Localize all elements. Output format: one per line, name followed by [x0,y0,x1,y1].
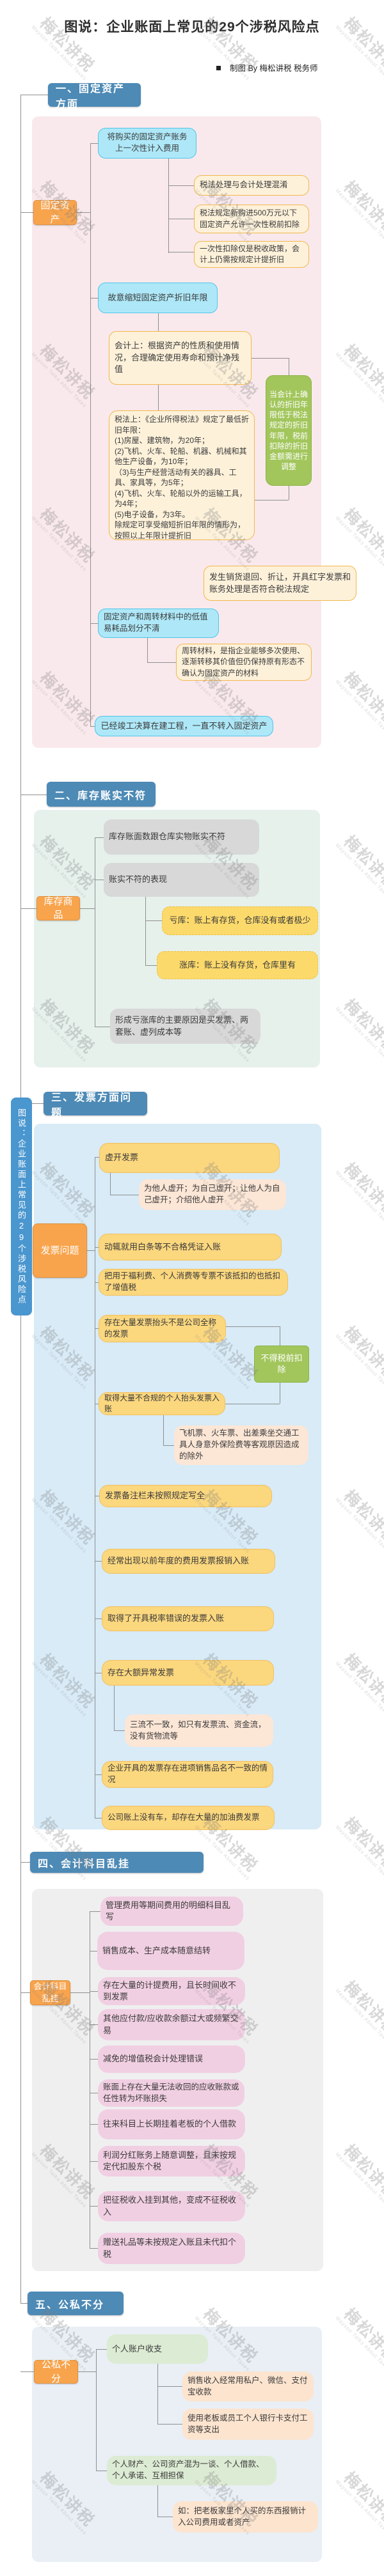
section-header-inventory: 二、库存账实不符 [47,782,156,807]
section-header-public-private: 五、公私不分 [28,2292,124,2315]
explain-node: 三流不一致，如只有发票流、资金流，没有货物流等 [125,1714,273,1747]
bullet-icon [216,66,221,70]
section-header-fixed-assets: 一、固定资产方面 [48,83,141,110]
risk-node: 个人财产、公司资产混为一谈、个人借款、个人承诺、互相担保 [107,2456,276,2485]
risk-node: 形成亏涨库的主要原因是买发票、两套账、虚列成本等 [110,1009,260,1044]
byline: 制图 By 梅松讲税 税务师 [216,61,318,74]
risk-node: 赠送礼品等未按规定入账且未代扣个税 [98,2233,245,2264]
explain-node: 一次性扣除仅是税收政策，会计上仍需按规定计提折旧 [194,241,309,268]
risk-node: 利润分红账务上随意调整，且未按规定代扣股东个税 [98,2146,245,2176]
risk-node: 管理费用等期间费用的明细科目乱写 [100,1897,243,1926]
topic-inventory: 库存商品 [36,896,80,920]
risk-node: 将购买的固定资产账务上一次性计入费用 [98,128,196,159]
explain-node: 使用老板或员工个人银行卡支付工资等支出 [182,2409,314,2440]
conclusion-node: 当会计上确认的折旧年限低于税法规定的折旧年限，税前扣除的折旧金额需进行调整 [266,375,312,486]
risk-node: 存在大量发票抬头不是公司全称的发票 [99,1315,226,1342]
risk-node: 虚开发票 [99,1143,280,1173]
explain-node: 税法上：《企业所得税法》规定了最低折旧年限： (1)房屋、建筑物，为20年； (… [109,410,255,540]
section-header-invoice: 三、发票方面问题 [44,1092,147,1119]
risk-node: 经常出现以前年度的费用发票报销入账 [102,1549,275,1574]
topic-fixed-assets: 固定资产 [33,200,77,225]
root-node: 图说：企业账面上常见的29个涉税风险点 [11,1098,32,1315]
byline-text: 制图 By 梅松讲税 税务师 [230,64,318,73]
risk-node: 企业开具的发票存在进项销售品名不一致的情况 [102,1761,273,1788]
risk-node: 存在大量的计提费用，且长时间收不到发票 [98,1977,245,2005]
section-header-accounts: 四、会计科目乱挂 [30,1852,204,1873]
risk-node: 把用于福利费、个人消费等专票不该抵扣的也抵扣了增值税 [99,1269,288,1296]
explain-node: 发生销货退回、折让，开具红字发票和账务处理是否符合税法规定 [204,566,356,601]
explain-node: 税法处理与会计处理混淆 [194,175,309,196]
explain-node: 为他人虚开；为自己虚开；让他人为自己虚开；介绍他人虚开 [139,1179,286,1210]
risk-node: 存在大额异常发票 [102,1660,274,1686]
conclusion-node: 不得税前扣除 [254,1346,309,1383]
risk-node: 其他应付款/应收款余额过大或频繁交易 [98,2009,245,2040]
risk-node: 故意缩短固定资产折旧年限 [98,283,218,313]
explain-node: 销售收入经常用私户、微信、支付宝收款 [182,2371,314,2401]
risk-node: 发票备注栏未按照规定写全 [99,1485,272,1507]
risk-node: 固定资产和周转材料中的低值易耗品划分不清 [98,609,219,638]
explain-node: 周转材料，是指企业能够多次使用、逐渐转移其价值但仍保持原有形态不确认为固定资产的… [176,644,312,681]
risk-node: 往来科目上长期挂着老板的个人借款 [98,2109,245,2139]
explain-node: 涨库：账上没有存货，仓库里有 [157,951,318,979]
explain-node: 会计上：根据资产的性质和使用情况，合理确定使用寿命和预计净残值 [109,331,252,385]
risk-node: 动辄就用白条等不合格凭证入账 [99,1234,282,1261]
topic-invoice: 发票问题 [33,1223,87,1278]
explain-node: 税法规定新购进500万元以下固定资产允许一次性税前扣除 [194,205,309,233]
risk-node: 账实不符的表现 [104,863,259,897]
risk-node: 减免的增值税会计处理错误 [98,2045,245,2073]
risk-node: 库存账面数跟仓库实物账实不符 [104,819,259,855]
risk-node: 销售成本、生产成本随意结转 [97,1932,244,1970]
risk-node: 公司账上没有车，却存在大量的加油费发票 [102,1806,275,1830]
risk-node: 个人账户收支 [107,2334,208,2364]
topic-public-private: 公私不分 [34,2359,78,2384]
page-title: 图说：企业账面上常见的29个涉税风险点 [64,20,320,35]
risk-node: 已经竣工决算在建工程，一直不转入固定资产 [95,716,273,736]
risk-node: 账面上存在大量无法收回的应收账款或任性转为坏账损失 [98,2079,244,2107]
risk-node: 取得大量不合规的个人抬头发票入账 [99,1392,225,1415]
risk-node: 把征税收入挂到其他，变成不征税收入 [98,2191,245,2221]
explain-node: 亏库：账上有存货，仓库没有或者极少 [162,906,318,935]
topic-accounts: 会计科目乱挂 [30,1980,70,2005]
explain-node: 飞机票、火车票、出差乘坐交通工具人身意外保险费等客观原因造成的除外 [174,1425,308,1465]
explain-node: 如：把老板家里个人买的东西报销计入公司费用或者资产 [173,2501,318,2533]
risk-node: 取得了开具税率错误的发票入账 [102,1606,274,1631]
